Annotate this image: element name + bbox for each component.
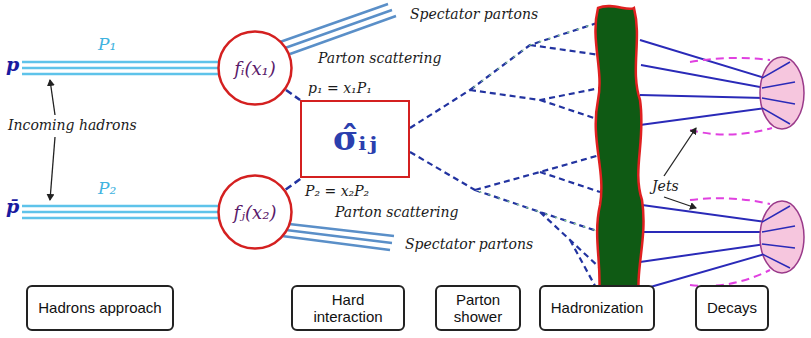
parton-line <box>286 178 302 190</box>
jet-lines <box>640 40 765 290</box>
node-text: Decays <box>707 299 757 316</box>
jet-cone <box>760 201 804 273</box>
note-label: Parton scattering <box>318 50 441 67</box>
circle-shape <box>219 176 292 249</box>
jet-envelope <box>690 58 772 286</box>
stage-box: Decays <box>695 285 769 331</box>
note-label: Incoming hadrons <box>8 117 137 134</box>
node-text: Hadronization <box>551 299 644 316</box>
stage-box: Parton shower <box>435 285 521 332</box>
note-label: Jets <box>652 178 679 195</box>
node-text: σ̂ᵢⱼ <box>333 120 377 157</box>
formula-label: p₁ = x₁P₁ <box>308 80 372 97</box>
leader-line <box>50 80 55 115</box>
note-label: Parton scattering <box>335 204 458 221</box>
momentum-label: P₁ <box>98 36 116 53</box>
hadronization-blob <box>595 6 643 307</box>
pdf-circle: fⱼ(x₂) <box>217 174 293 250</box>
leader-line <box>664 197 696 208</box>
node-text: Parton shower <box>447 291 509 326</box>
parton-shower-glow <box>470 22 600 232</box>
stage-box: Hard interaction <box>291 285 405 332</box>
circle-shape <box>219 32 292 105</box>
beam-label: p <box>6 56 19 73</box>
node-text: fᵢ(x₁) <box>234 58 276 79</box>
hard-process-box: σ̂ᵢⱼ <box>300 100 410 178</box>
note-label: Spectator partons <box>405 236 533 253</box>
note-label: Spectator partons <box>410 6 538 23</box>
jet-fan-lines <box>762 62 795 268</box>
formula-label: P₂ = x₂P₂ <box>305 183 369 200</box>
leader-line <box>50 137 55 200</box>
node-text: Hadrons approach <box>38 299 161 316</box>
beam-label: p̄ <box>6 198 19 215</box>
stage-box: Hadrons approach <box>26 285 173 331</box>
stage-box: Hadronization <box>539 285 656 331</box>
pdf-circle: fᵢ(x₁) <box>217 30 293 106</box>
node-text: fⱼ(x₂) <box>234 202 277 223</box>
jet-cone <box>760 57 804 129</box>
incoming-hadron-lines <box>22 62 222 218</box>
parton-line <box>286 90 300 100</box>
momentum-label: P₂ <box>98 180 116 197</box>
leader-line <box>664 128 696 176</box>
node-text: Hard interaction <box>303 291 393 326</box>
